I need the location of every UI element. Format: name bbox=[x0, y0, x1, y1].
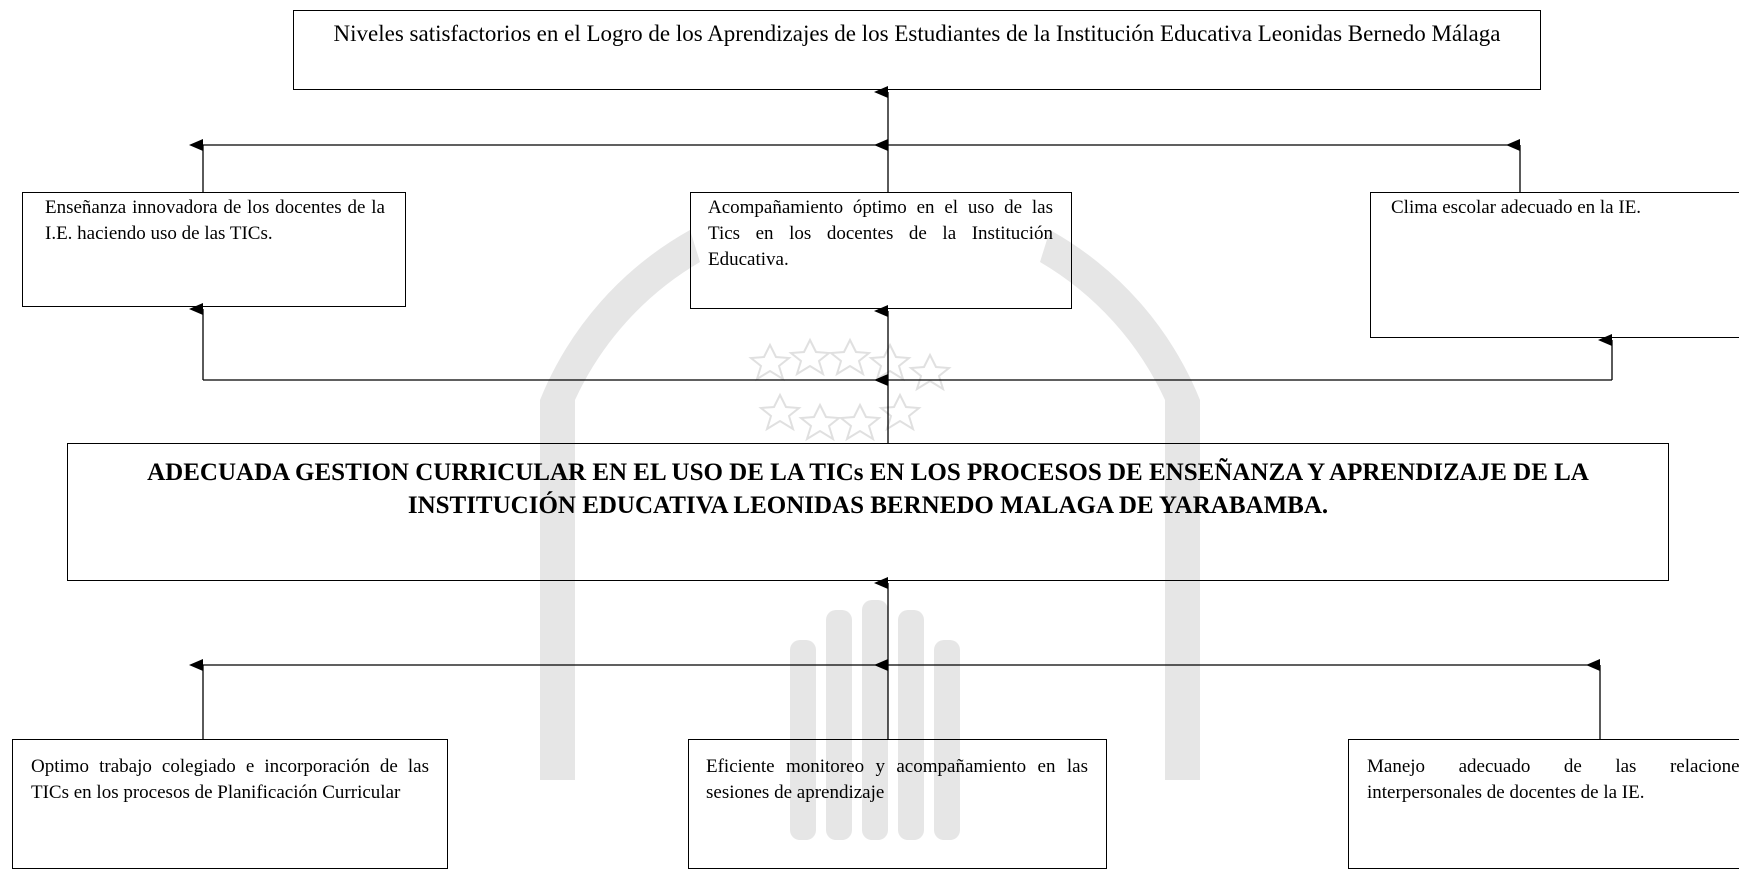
means-text-1: Optimo trabajo colegiado e incorporación… bbox=[31, 756, 429, 803]
means-box-2: Eficiente monitoreo y acompañamiento en … bbox=[688, 739, 1107, 869]
result-box-1: Enseñanza innovadora de los docentes de … bbox=[22, 192, 406, 307]
result-box-3: Clima escolar adecuado en la IE. bbox=[1370, 192, 1739, 338]
main-objective-box: ADECUADA GESTION CURRICULAR EN EL USO DE… bbox=[67, 443, 1669, 581]
result-text-1: Enseñanza innovadora de los docentes de … bbox=[45, 197, 385, 244]
goal-box: Niveles satisfactorios en el Logro de lo… bbox=[293, 10, 1541, 90]
means-text-3: Manejo adecuado de las relaciones interp… bbox=[1367, 756, 1739, 803]
goal-text: Niveles satisfactorios en el Logro de lo… bbox=[333, 21, 1501, 46]
means-box-1: Optimo trabajo colegiado e incorporación… bbox=[12, 739, 448, 869]
result-text-3: Clima escolar adecuado en la IE. bbox=[1391, 197, 1642, 218]
means-text-2: Eficiente monitoreo y acompañamiento en … bbox=[706, 756, 1088, 803]
main-objective-text: ADECUADA GESTION CURRICULAR EN EL USO DE… bbox=[147, 459, 1589, 519]
result-box-2: Acompañamiento óptimo en el uso de las T… bbox=[690, 192, 1072, 309]
result-text-2: Acompañamiento óptimo en el uso de las T… bbox=[708, 197, 1053, 270]
means-box-3: Manejo adecuado de las relaciones interp… bbox=[1348, 739, 1739, 869]
